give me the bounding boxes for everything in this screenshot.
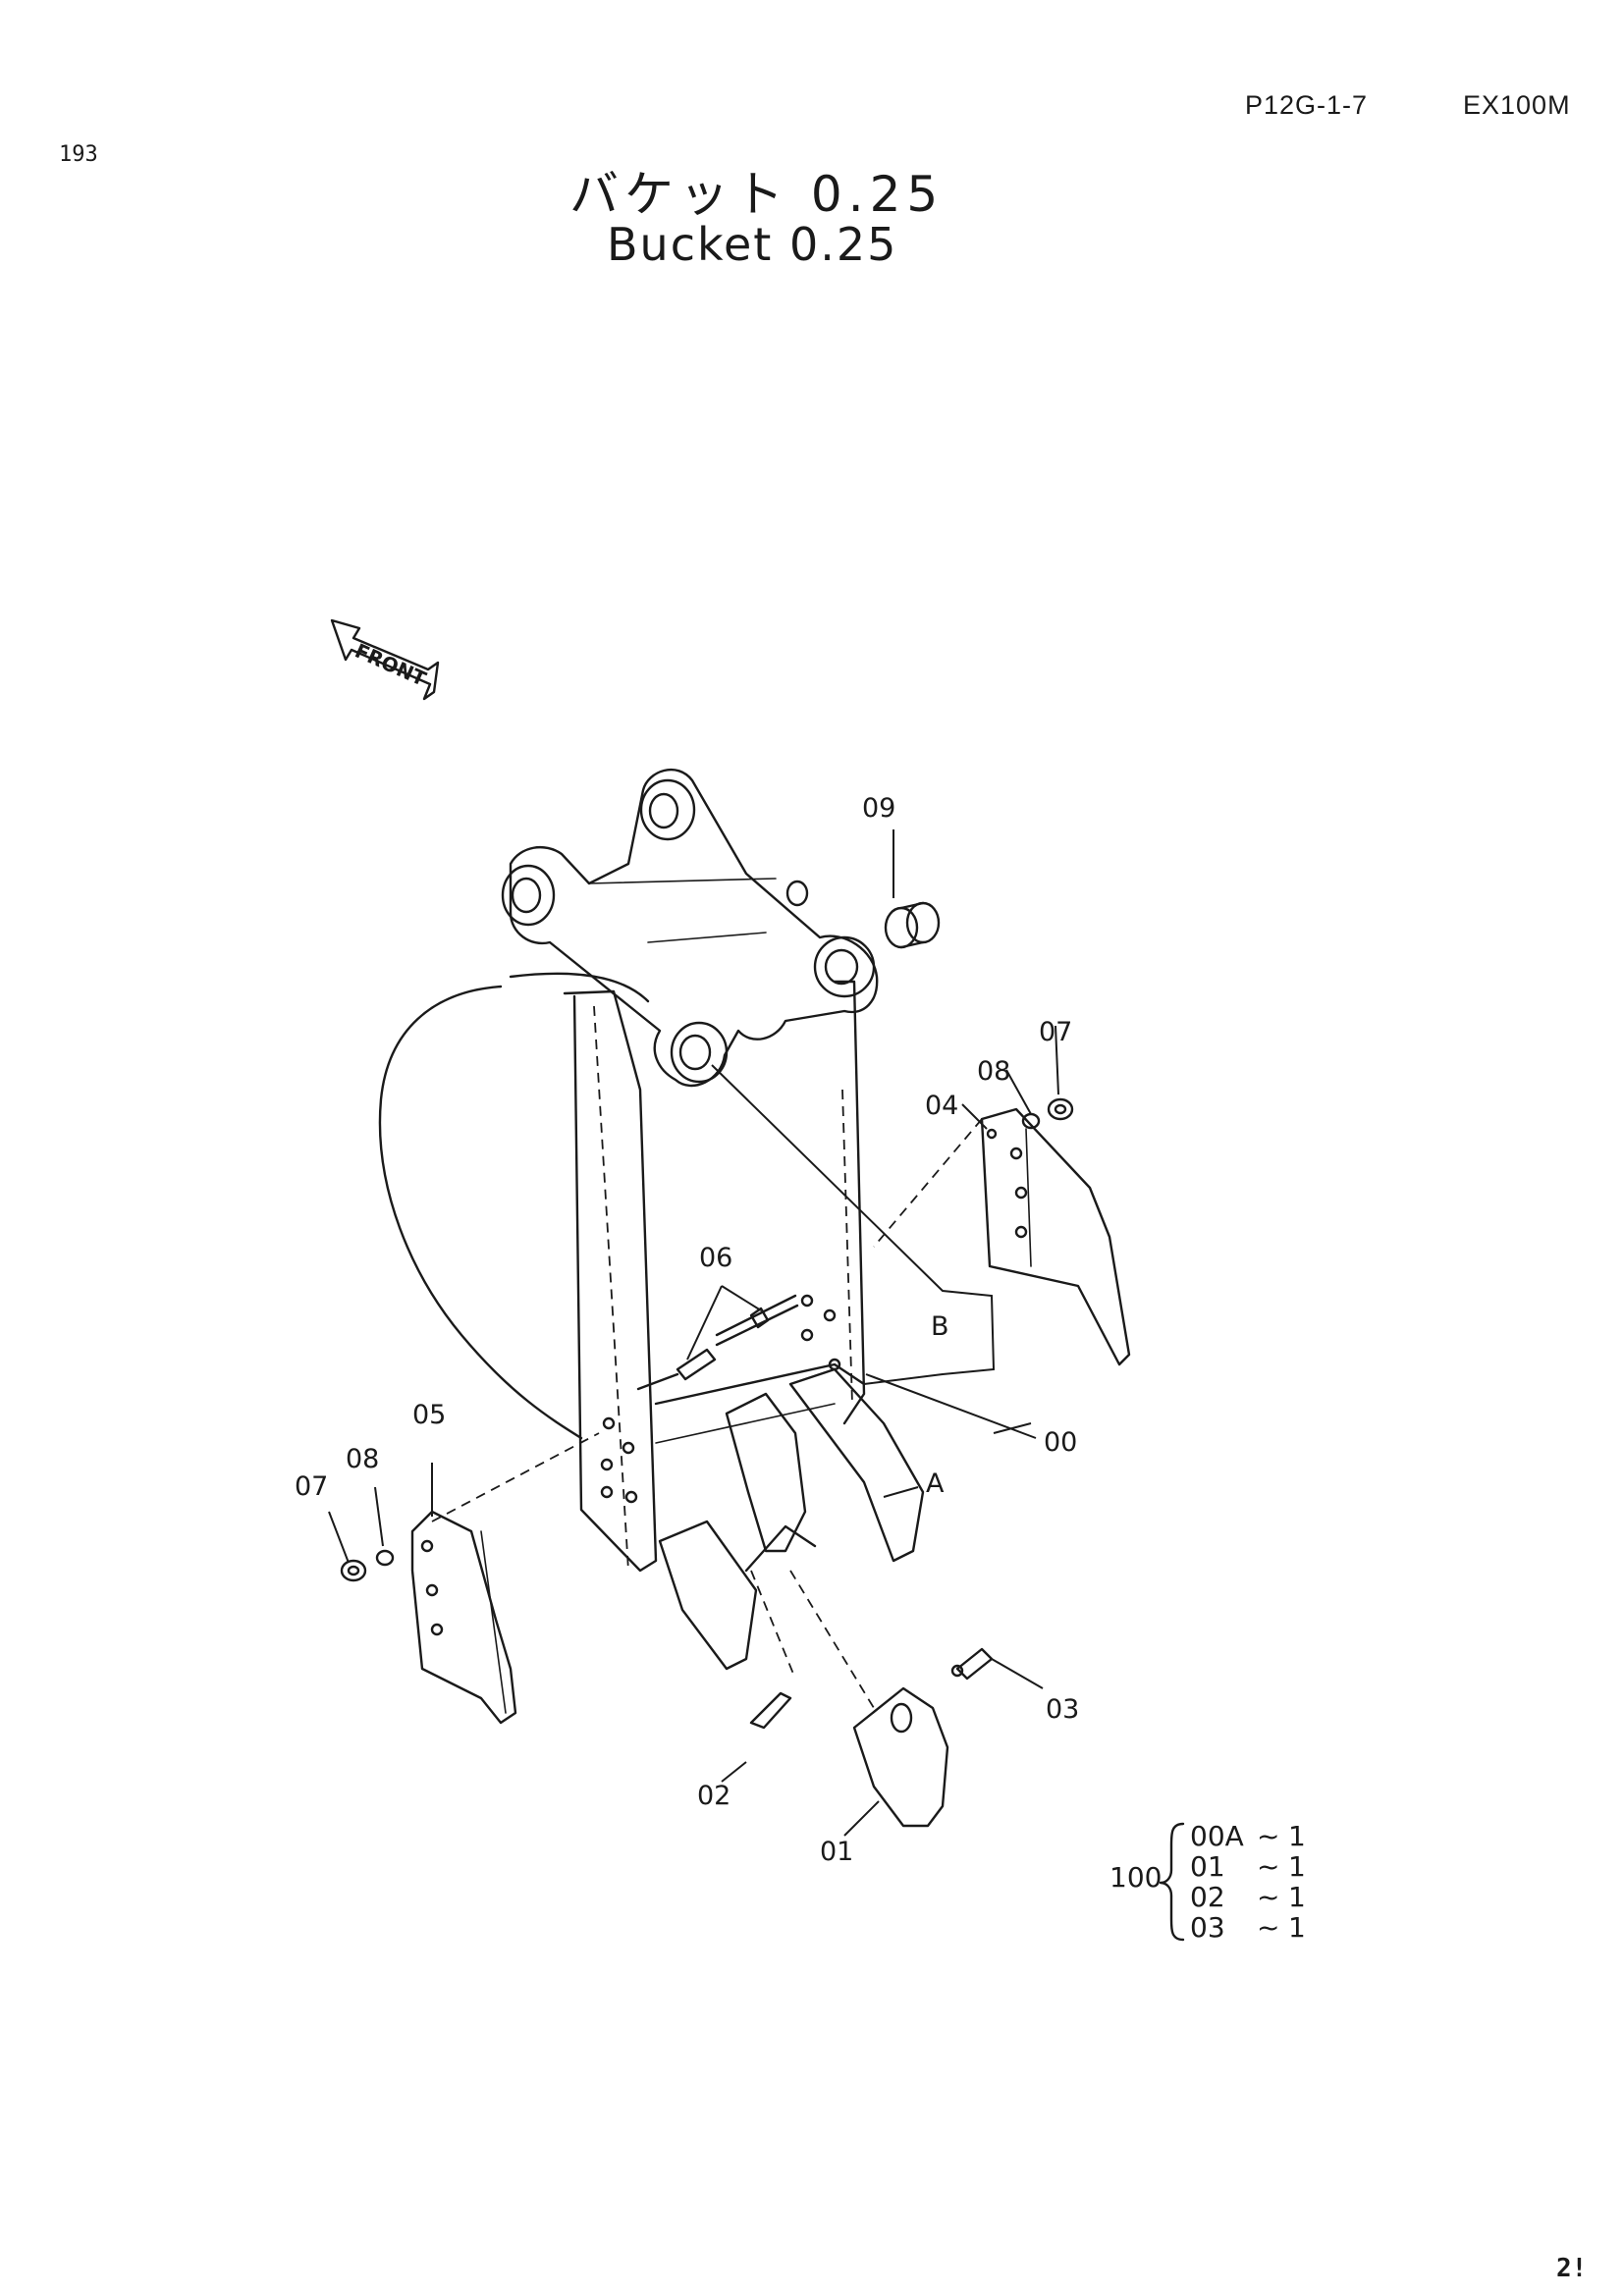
part-06-bolts — [636, 1294, 799, 1391]
bucket-teeth — [658, 1367, 925, 1671]
label-07-right: 07 — [1039, 1017, 1072, 1047]
label-05: 05 — [412, 1400, 446, 1430]
part-09-bushing — [884, 901, 941, 949]
footer-number: 2! — [1556, 2254, 1588, 2283]
assembly-number: 100 — [1109, 1861, 1162, 1894]
part-07-nut-left — [340, 1559, 367, 1582]
assembly-row-qty: 1 — [1288, 1911, 1306, 1944]
assembly-row-sep: ~ — [1257, 1820, 1279, 1852]
assembly-row-sep: ~ — [1257, 1850, 1279, 1883]
part-04-side-cutter — [980, 1107, 1131, 1366]
assembly-row-sep: ~ — [1257, 1881, 1279, 1913]
part-05-side-cutter — [410, 1510, 517, 1725]
label-08-right: 08 — [977, 1056, 1010, 1087]
assembly-brace — [1159, 1822, 1185, 1942]
assembly-row-sep: ~ — [1257, 1911, 1279, 1944]
bucket-shell — [378, 972, 866, 1573]
label-03: 03 — [1046, 1694, 1079, 1725]
part-02-lock — [749, 1691, 792, 1730]
model-code: EX100M — [1463, 90, 1571, 120]
part-labels: 09 07 08 04 06 B 00 A 05 08 07 03 02 01 — [295, 793, 1079, 1867]
assembly-row-part: 00A — [1190, 1820, 1244, 1852]
assembly-callout: 100 00A ~ 1 01 ~ 1 02 ~ 1 03 ~ 1 — [1109, 1820, 1306, 1944]
page-code: P12G-1-7 — [1245, 90, 1369, 120]
assembly-row-part: 03 — [1190, 1911, 1225, 1944]
title-japanese: バケット 0.25 — [569, 166, 945, 223]
label-09: 09 — [862, 793, 895, 824]
label-04: 04 — [925, 1091, 958, 1121]
label-a: A — [926, 1468, 945, 1499]
label-07-left: 07 — [295, 1471, 328, 1502]
part-07-nut-right — [1047, 1097, 1074, 1121]
part-01-tooth — [852, 1686, 949, 1828]
label-08-left: 08 — [346, 1444, 379, 1474]
label-01: 01 — [820, 1837, 853, 1867]
assembly-row-part: 01 — [1190, 1850, 1225, 1883]
bucket-bracket — [501, 769, 879, 1088]
front-arrow-icon: FRONT — [330, 618, 440, 701]
assembly-row-part: 02 — [1190, 1881, 1225, 1913]
front-label: FRONT — [352, 639, 430, 691]
label-b: B — [931, 1311, 949, 1342]
part-03-pin — [950, 1647, 994, 1681]
label-06: 06 — [699, 1243, 732, 1273]
page-number: 193 — [59, 142, 98, 167]
label-00: 00 — [1044, 1427, 1077, 1458]
assembly-row-qty: 1 — [1288, 1820, 1306, 1852]
assembly-row-qty: 1 — [1288, 1881, 1306, 1913]
assembly-row-qty: 1 — [1288, 1850, 1306, 1883]
leader-lines — [328, 829, 1059, 1837]
part-08-washer-left — [375, 1549, 395, 1567]
label-02: 02 — [697, 1781, 730, 1811]
title-english: Bucket 0.25 — [607, 218, 898, 271]
